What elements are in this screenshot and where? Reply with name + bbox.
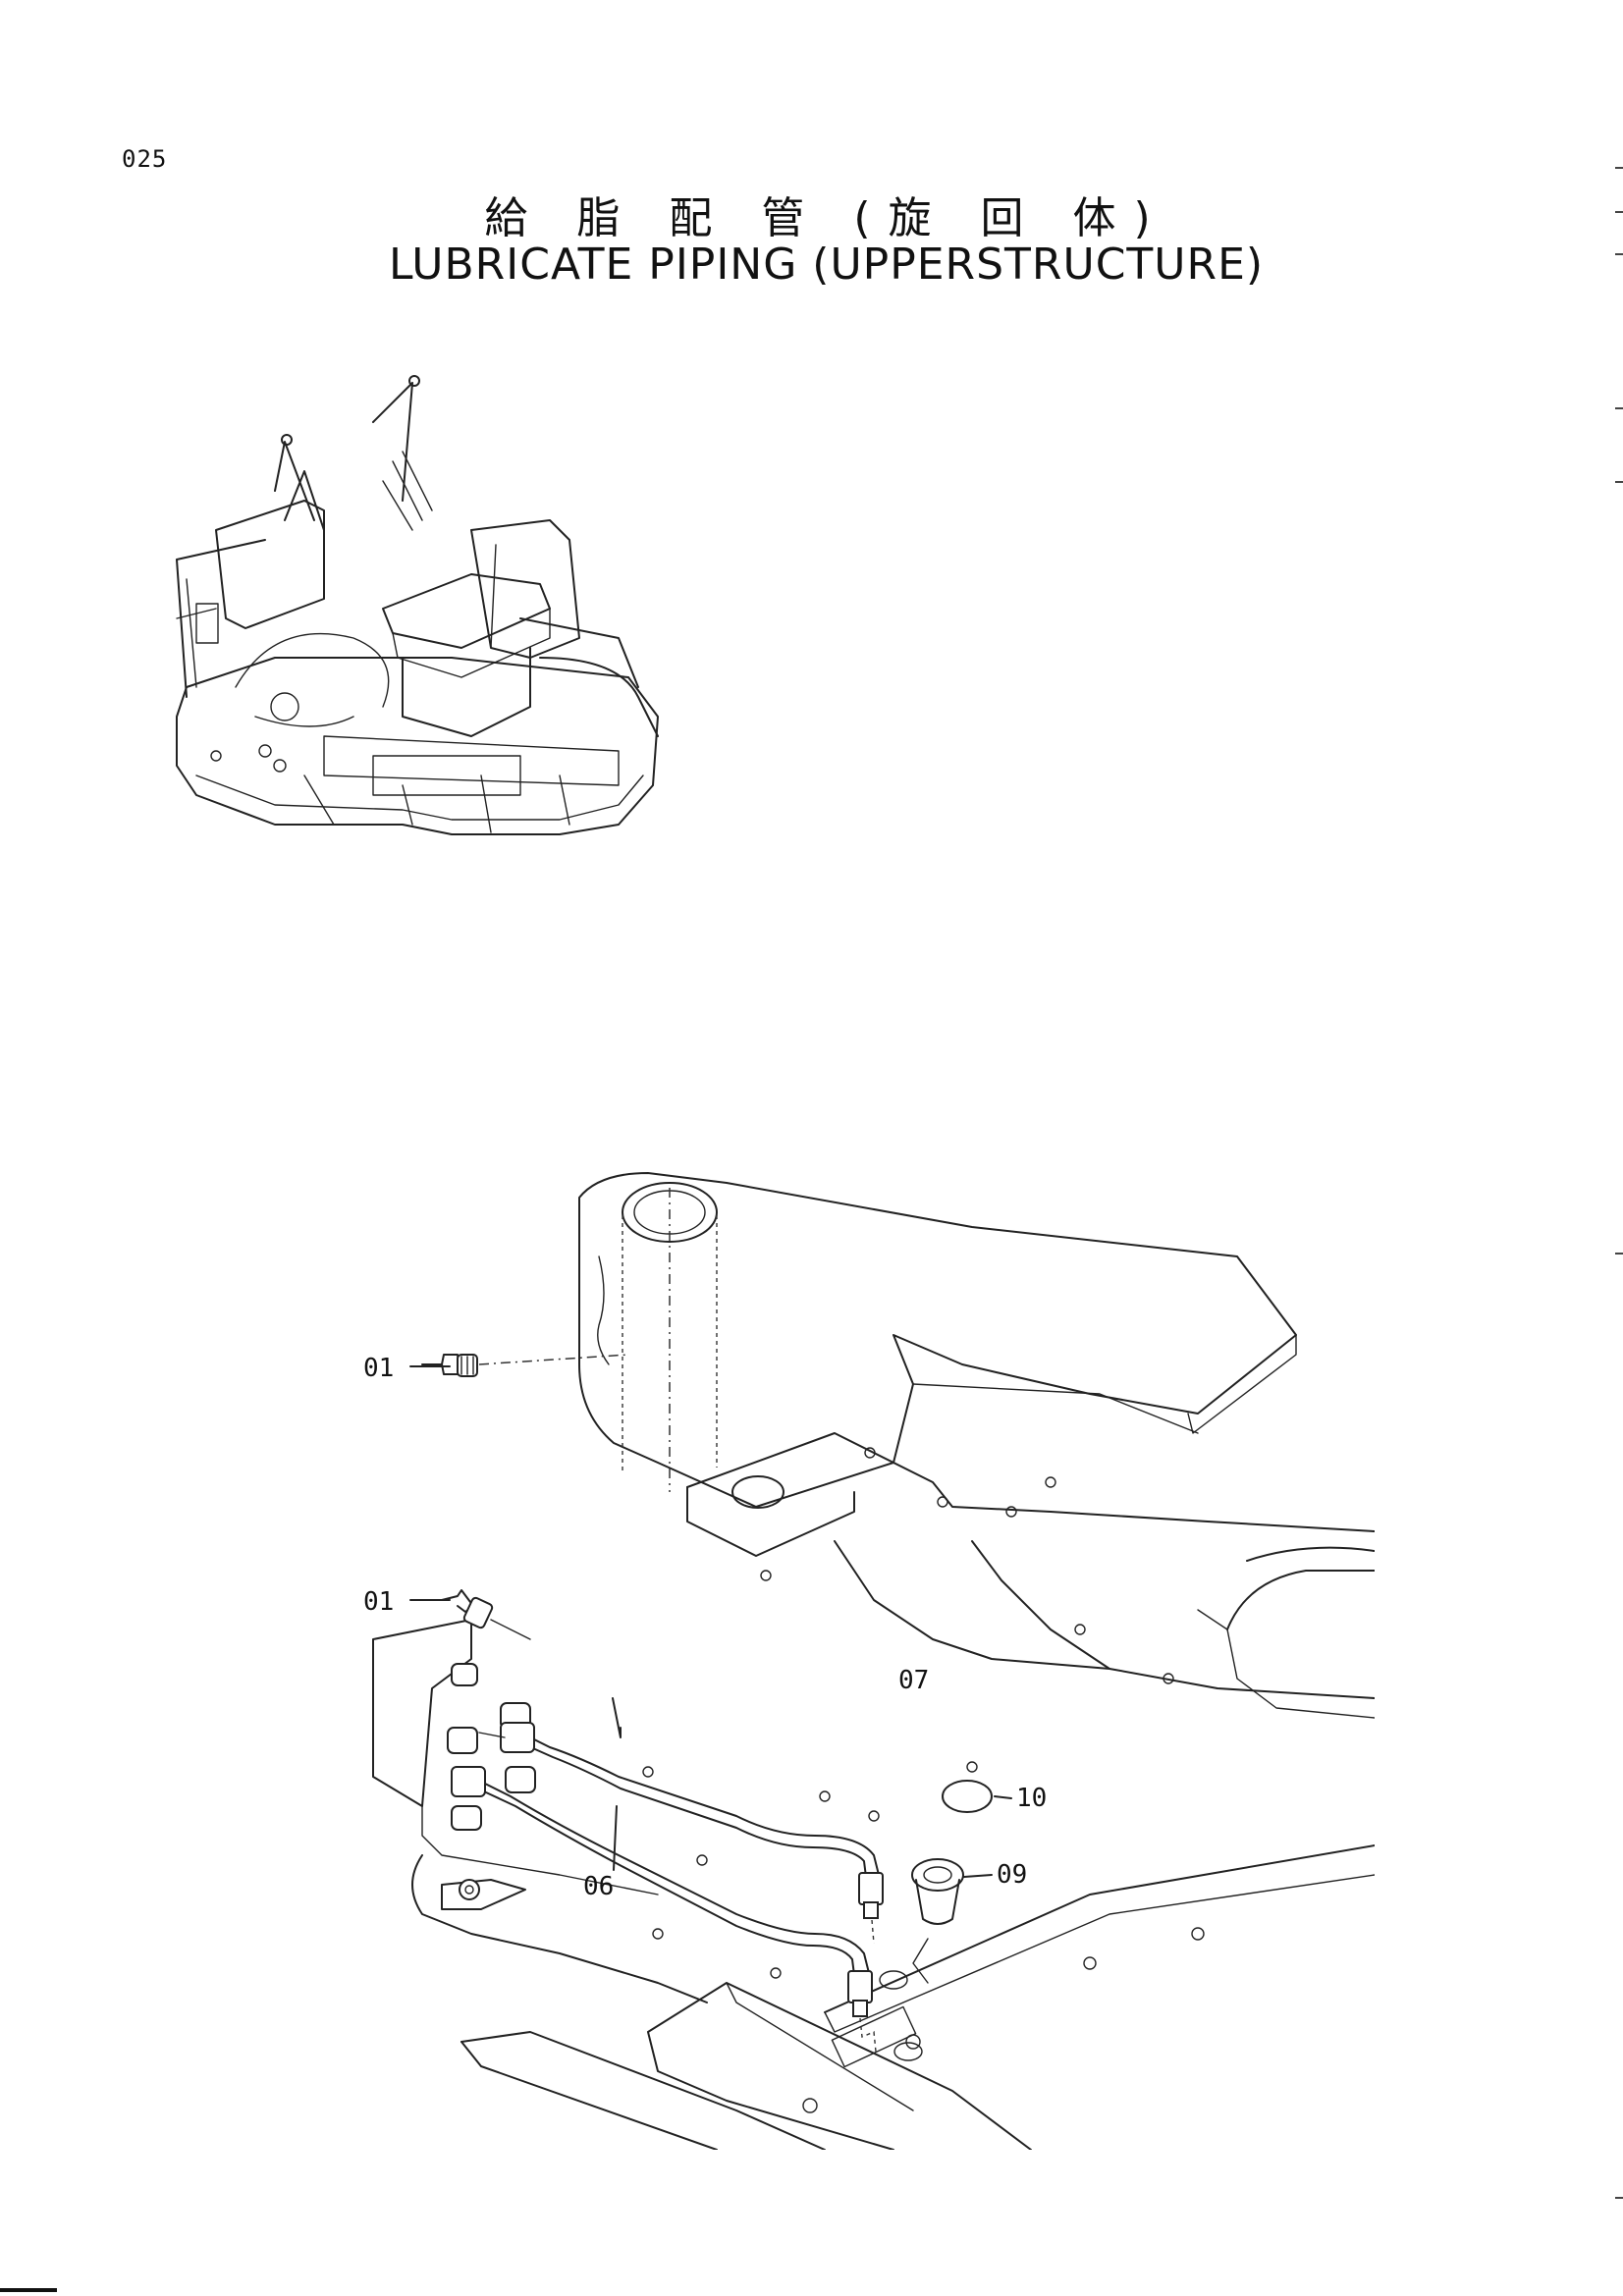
- lubricate-piping-diagram: 01 01 07 06 10 09: [363, 1172, 1375, 2150]
- page-title-english: LUBRICATE PIPING (UPPERSTRUCTURE): [388, 240, 1265, 290]
- page-title-japanese: 給 脂 配 管 (旋 回 体): [484, 193, 1168, 243]
- grease-nipple-lower: [441, 1589, 494, 1629]
- scan-edge-bar: [0, 2288, 57, 2292]
- margin-mark: [1615, 407, 1623, 409]
- overview-seat-illustration: [176, 375, 659, 835]
- callout-10: 10: [1016, 1784, 1047, 1813]
- grease-nipple-upper: [421, 1354, 478, 1377]
- margin-mark: [1615, 1253, 1623, 1255]
- callout-01-lower: 01: [363, 1587, 394, 1617]
- margin-mark: [1615, 2197, 1623, 2199]
- margin-mark: [1615, 167, 1623, 169]
- callout-01-upper: 01: [363, 1354, 394, 1383]
- page-number: 025: [122, 145, 168, 173]
- callout-07: 07: [898, 1666, 929, 1695]
- callout-09: 09: [997, 1860, 1027, 1890]
- margin-mark: [1615, 253, 1623, 255]
- margin-mark: [1615, 211, 1623, 213]
- callout-06: 06: [583, 1872, 614, 1901]
- margin-mark: [1615, 481, 1623, 483]
